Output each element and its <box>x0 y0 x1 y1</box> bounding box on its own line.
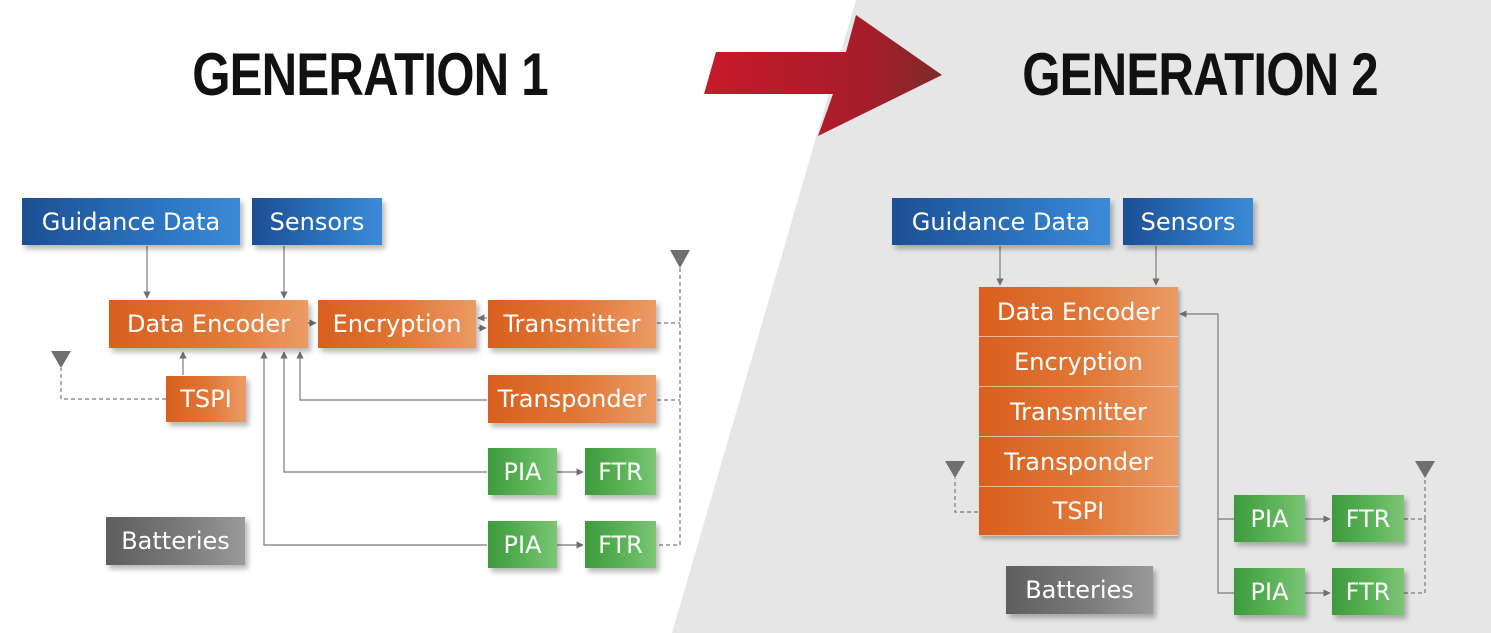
gen1-transmitter: Transmitter <box>488 300 656 348</box>
gen1-tspi: TSPI <box>166 376 246 422</box>
gen2-pia-1: PIA <box>1234 495 1305 542</box>
gen2-guidance-data: Guidance Data <box>892 198 1110 245</box>
gen1-title: GENERATION 1 <box>192 41 548 108</box>
gen1-pia-1: PIA <box>488 448 557 495</box>
gen2-pia-2: PIA <box>1234 568 1305 615</box>
gen1-ftr-2: FTR <box>585 521 656 568</box>
gen2-title: GENERATION 2 <box>1022 41 1378 108</box>
gen1-ftr-1: FTR <box>585 448 656 495</box>
gen2-transmitter: Transmitter <box>979 387 1178 437</box>
gen2-batteries: Batteries <box>1006 566 1153 614</box>
gen2-encryption: Encryption <box>979 337 1178 387</box>
gen1-transponder: Transponder <box>488 375 656 423</box>
gen2-data-encoder: Data Encoder <box>979 287 1178 337</box>
gen1-encryption: Encryption <box>318 300 476 348</box>
gen2-ftr-1: FTR <box>1332 495 1404 542</box>
gen2-ftr-2: FTR <box>1332 568 1404 615</box>
gen1-guidance-data: Guidance Data <box>22 198 240 245</box>
gen2-transponder: Transponder <box>979 437 1178 487</box>
red-arrow-icon <box>704 15 942 136</box>
gen1-data-encoder: Data Encoder <box>109 300 308 348</box>
gen1-pia-2: PIA <box>488 521 557 568</box>
gen1-batteries: Batteries <box>106 517 245 565</box>
gen2-sensors: Sensors <box>1123 198 1253 245</box>
gen1-sensors: Sensors <box>252 198 382 245</box>
gen2-tspi: TSPI <box>979 487 1178 536</box>
